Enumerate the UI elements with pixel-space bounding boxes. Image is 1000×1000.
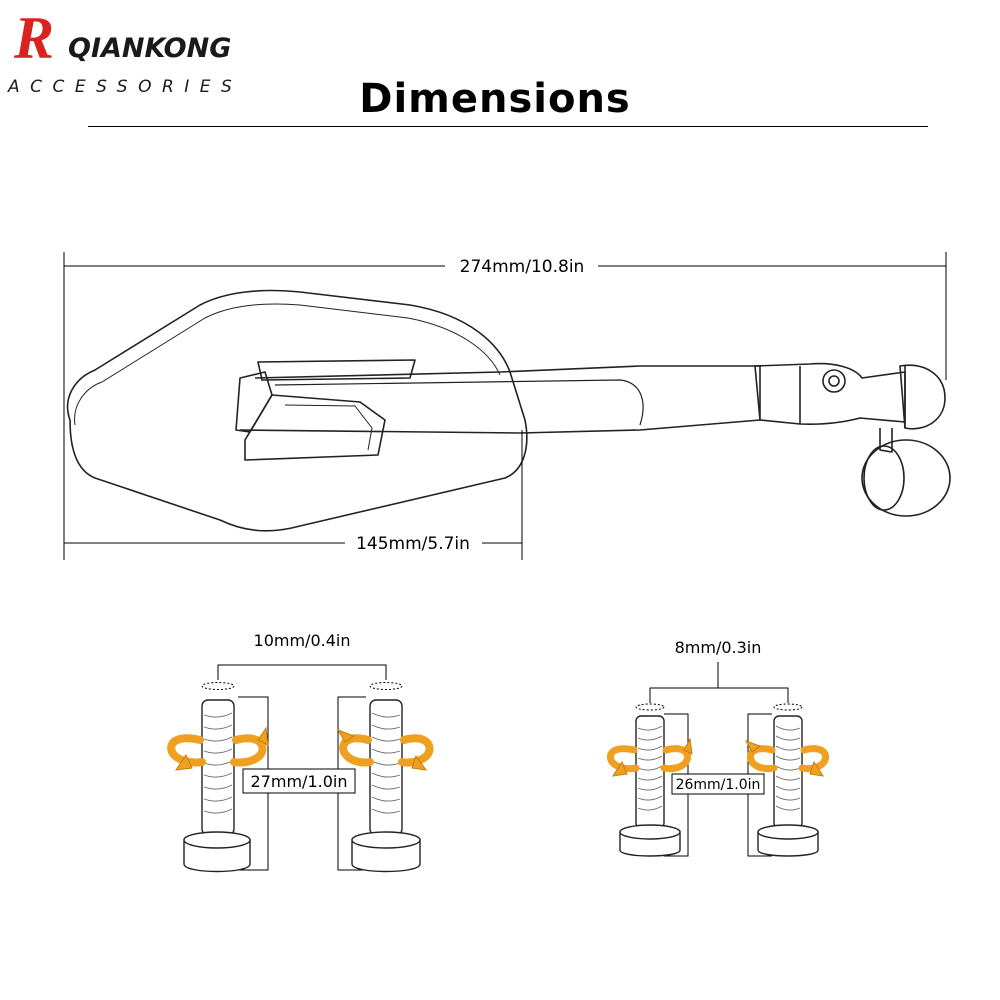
- bolt-b2: [757, 715, 819, 857]
- bolt-a1: [183, 699, 251, 873]
- mirror-mount-top: [257, 359, 416, 381]
- bolt-b1-thread-hole: [635, 703, 665, 711]
- mirror-head-inner-edge: [74, 303, 501, 426]
- mirror-end-cap: [899, 364, 946, 430]
- mirror-arm-top: [254, 365, 760, 379]
- mirror-mount-lower: [244, 394, 386, 461]
- mount-bolt-hex: [828, 375, 840, 387]
- rotate-counterclockwise-arrow-icon: [167, 726, 269, 771]
- mirror-bracket-knob: [861, 439, 951, 517]
- brand-initial: R: [14, 5, 55, 71]
- mount-bolt-head: [822, 369, 846, 393]
- bolt-a2-thread-hole: [369, 682, 403, 690]
- rotate-clockwise-arrow-icon: [336, 729, 434, 771]
- bolt-set-a-length-label: 27mm/1.0in: [251, 772, 348, 791]
- bolt-b1: [619, 715, 681, 857]
- mirror-arm-bottom: [239, 419, 761, 434]
- bolt-set-b-length-box: [671, 773, 765, 795]
- overall-length-dimension: [63, 252, 947, 560]
- bolt-b1-head-top: [619, 824, 681, 840]
- bolt-b2-thread-hole: [773, 703, 803, 711]
- bolt-a2-shank: [369, 699, 403, 836]
- bolt-a1-shank: [201, 699, 235, 836]
- mirror-sleeve: [754, 362, 906, 425]
- bolt-a2-head-top: [351, 831, 421, 849]
- spacing-bracket-b: [649, 687, 789, 703]
- bolt-b1-threads: [637, 725, 663, 811]
- page-title: Dimensions: [359, 76, 631, 122]
- mirror-arm-ridge: [274, 379, 644, 426]
- mirror-drawing: [66, 289, 951, 532]
- head-width-label: 145mm/5.7in: [356, 534, 470, 554]
- rotate-counterclockwise-arrow-icon: [606, 737, 693, 777]
- bolt-a1-thread-hole: [201, 682, 235, 690]
- mirror-mount-side: [235, 371, 273, 433]
- brand-name: QIANKONG: [68, 33, 232, 64]
- mirror-bracket-knob-face: [863, 445, 905, 511]
- bolt-b1-shank: [635, 715, 665, 829]
- head-width-dimension: [64, 430, 523, 560]
- bolt-set-b: 8mm/0.3in: [606, 638, 830, 857]
- bolt-set-b-spacing-label: 8mm/0.3in: [675, 638, 762, 657]
- bolt-set-a-spacing-label: 10mm/0.4in: [254, 631, 351, 650]
- mirror-head-outline: [66, 289, 528, 532]
- bolt-set-a: 10mm/0.4in: [167, 631, 434, 873]
- brand-logo: R QIANKONG ACCESSORIES: [8, 8, 278, 108]
- spacing-bracket-a: [217, 664, 387, 680]
- rotate-clockwise-arrow-icon: [744, 740, 830, 777]
- title-underline: [88, 126, 928, 127]
- bolt-b2-head-top: [757, 824, 819, 840]
- bolt-a2: [351, 699, 421, 873]
- brand-tagline: ACCESSORIES: [8, 77, 243, 97]
- bolt-set-b-length-label: 26mm/1.0in: [676, 777, 761, 793]
- bolt-a1-head-top: [183, 831, 251, 849]
- bolt-b2-shank: [773, 715, 803, 829]
- bolt-a1-threads: [203, 712, 233, 814]
- overall-length-label: 274mm/10.8in: [460, 257, 585, 277]
- bolt-a2-threads: [371, 712, 401, 814]
- mirror-bracket-stem: [879, 428, 893, 453]
- bolt-set-a-length-box: [242, 768, 356, 794]
- mirror-mount-facet: [284, 404, 373, 451]
- bolt-b2-threads: [775, 725, 801, 811]
